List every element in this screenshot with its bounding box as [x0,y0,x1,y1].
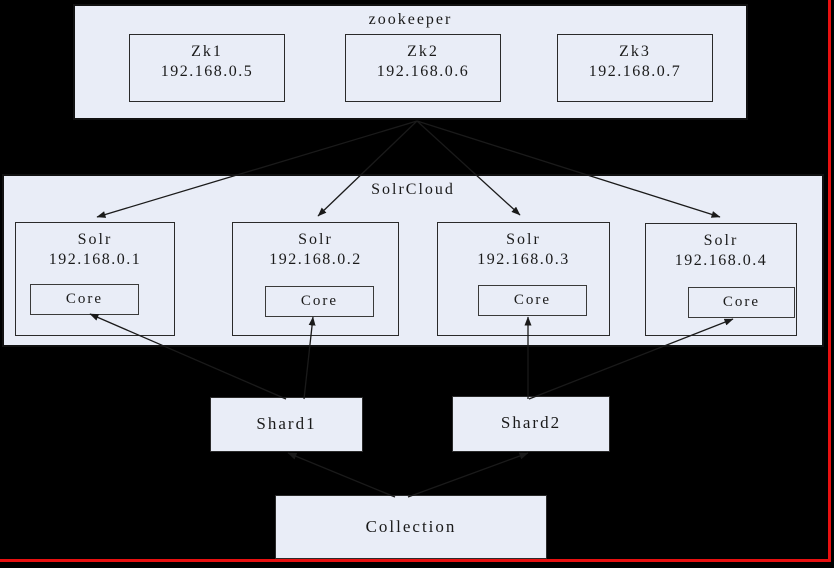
solr-node-ip: 192.168.0.3 [477,251,570,268]
zk-node-ip: 192.168.0.6 [376,63,470,80]
solr-node-box-3: Solr 192.168.0.3 Core [437,222,610,336]
solr-node-name: Solr [77,231,113,248]
zk-node-box-3: Zk3 192.168.0.7 [557,34,713,102]
solr-node-box-1: Solr 192.168.0.1 Core [15,222,175,336]
core-label: Core [300,293,339,309]
zk-node-ip: 192.168.0.7 [588,63,682,80]
solr-node-name: Solr [703,232,739,249]
collection-label: Collection [365,517,457,536]
core-box-2: Core [265,286,374,317]
shard2-box: Shard2 [452,396,610,452]
zk-node-ip: 192.168.0.5 [160,63,254,80]
zk-node-name: Zk1 [191,43,223,60]
solr-node-ip: 192.168.0.2 [269,251,362,268]
core-box-1: Core [30,284,139,315]
arrow-collection-to-shard2 [407,452,529,498]
solr-node-name: Solr [298,231,333,248]
core-label: Core [65,291,104,307]
collection-box: Collection [275,495,547,559]
solrcloud-label: SolrCloud [371,181,455,198]
zk-node-box-1: Zk1 192.168.0.5 [129,34,285,102]
arrow-collection-to-shard1 [287,452,396,498]
solr-node-ip: 192.168.0.4 [674,252,768,269]
zookeeper-label: zookeeper [368,11,453,28]
solr-node-name: Solr [506,231,541,248]
shard-label: Shard1 [256,414,317,433]
solr-node-box-2: Solr 192.168.0.2 Core [232,222,399,336]
solrcloud-group-box: SolrCloud Solr 192.168.0.1 Core Solr 192… [2,174,824,347]
zk-node-name: Zk3 [619,43,651,60]
core-label: Core [722,294,761,310]
core-label: Core [513,292,552,308]
solr-node-ip: 192.168.0.1 [48,251,142,268]
zk-node-box-2: Zk2 192.168.0.6 [345,34,501,102]
shard-label: Shard2 [500,413,562,432]
zk-node-name: Zk2 [407,43,439,60]
solr-node-box-4: Solr 192.168.0.4 Core [645,223,797,336]
red-border-bottom [0,559,831,562]
core-box-3: Core [478,285,587,316]
red-border-right [828,0,831,562]
shard1-box: Shard1 [210,397,363,452]
zookeeper-group-box: zookeeper Zk1 192.168.0.5 Zk2 192.168.0.… [73,4,748,120]
core-box-4: Core [688,287,795,318]
